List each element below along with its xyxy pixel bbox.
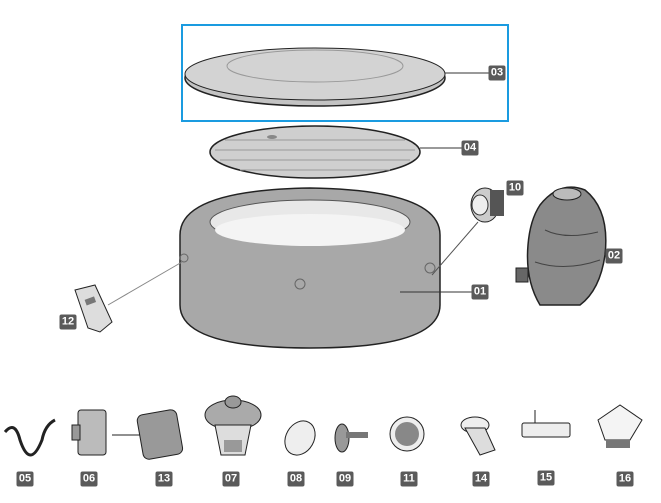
part-label-15[interactable]: 15 xyxy=(537,470,555,486)
valve-cap-part[interactable] xyxy=(279,415,321,460)
elbow-part[interactable] xyxy=(460,416,496,456)
chemical-floater-part[interactable] xyxy=(204,395,262,456)
leader-line xyxy=(431,221,479,276)
connector-part[interactable] xyxy=(470,187,504,223)
part-label-13[interactable]: 13 xyxy=(155,471,173,487)
leader-line xyxy=(107,261,183,306)
buckle-part[interactable] xyxy=(74,284,113,333)
part-label-02[interactable]: 02 xyxy=(605,248,623,264)
filter-housing-part[interactable] xyxy=(71,409,107,456)
part-label-11[interactable]: 11 xyxy=(400,471,418,487)
cover-part[interactable] xyxy=(184,47,446,107)
part-label-03[interactable]: 03 xyxy=(488,65,506,81)
part-label-14[interactable]: 14 xyxy=(472,471,490,487)
valve-part[interactable] xyxy=(597,404,643,448)
filter-cartridge-part[interactable] xyxy=(136,409,184,460)
spa-body-part[interactable] xyxy=(179,187,441,349)
selection-highlight xyxy=(181,24,509,122)
part-label-09[interactable]: 09 xyxy=(336,471,354,487)
part-label-07[interactable]: 07 xyxy=(222,471,240,487)
hose-part[interactable] xyxy=(3,418,56,457)
cap-part[interactable] xyxy=(389,416,425,452)
pump-part[interactable] xyxy=(515,186,607,306)
part-label-04[interactable]: 04 xyxy=(461,140,479,156)
part-label-10[interactable]: 10 xyxy=(506,180,524,196)
tool-part[interactable] xyxy=(521,410,571,438)
part-label-01[interactable]: 01 xyxy=(471,284,489,300)
part-label-16[interactable]: 16 xyxy=(616,471,634,487)
part-label-12[interactable]: 12 xyxy=(59,314,77,330)
ground-cloth-part[interactable] xyxy=(209,125,421,179)
part-label-05[interactable]: 05 xyxy=(16,471,34,487)
part-label-08[interactable]: 08 xyxy=(287,471,305,487)
drain-plug-part[interactable] xyxy=(334,423,368,453)
part-label-06[interactable]: 06 xyxy=(80,471,98,487)
